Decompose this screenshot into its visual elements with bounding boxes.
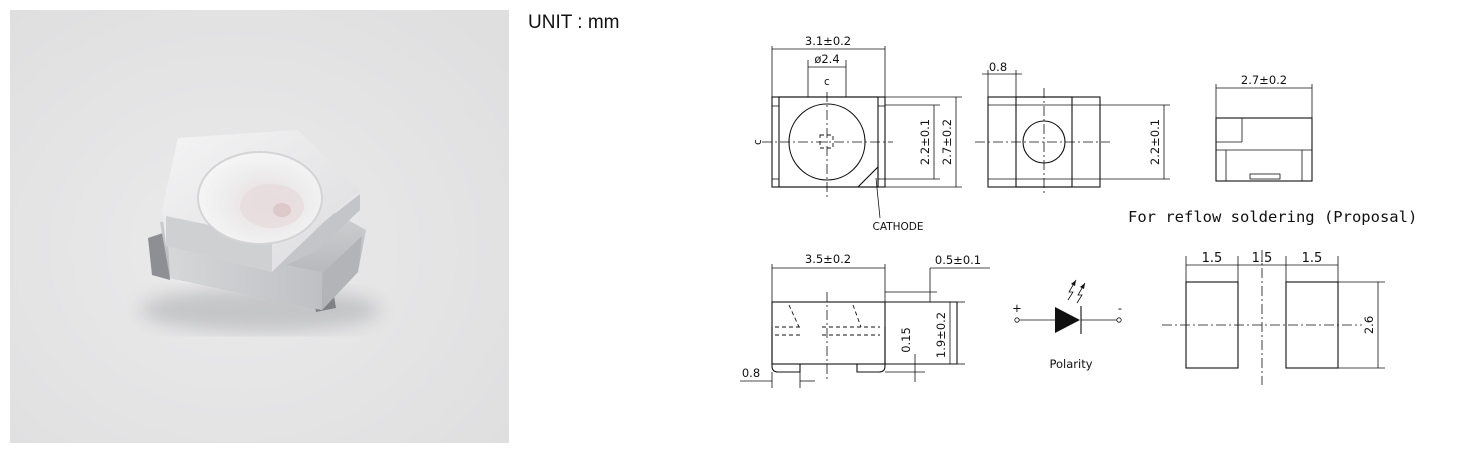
side-view: 3.5±0.2 0.5±0.1 1.9±0.2 0.15 0.8: [740, 252, 990, 388]
top-outer-height-dim: 2.7±0.2: [940, 119, 954, 165]
bottom-height-dim: 2.2±0.1: [1148, 119, 1162, 165]
pad-width-dim: 0.8: [989, 60, 1007, 74]
lens-height-dim: 0.5±0.1: [935, 253, 981, 267]
pad-height-dim: 2.6: [1362, 316, 1376, 334]
polarity-plus: +: [1012, 301, 1022, 315]
diode-icon: [1055, 307, 1080, 333]
product-photo: [10, 10, 509, 443]
top-view: c c 3.1±0.2 ø2.4 2.2±0.1 2.7±0.2 CATHODE: [752, 34, 962, 233]
polarity-symbol: + - Polarity: [1012, 279, 1122, 371]
led-package-illustration: [10, 10, 509, 443]
polarity-minus: -: [1118, 301, 1122, 315]
end-view: 2.7±0.2: [1215, 73, 1313, 182]
standoff-dim: 0.15: [899, 327, 913, 353]
cathode-label: CATHODE: [873, 221, 924, 233]
lead-length-dim: 0.8: [742, 366, 760, 380]
side-length-dim: 3.5±0.2: [805, 252, 851, 266]
polarity-label: Polarity: [1049, 357, 1092, 371]
reflow-title: For reflow soldering (Proposal): [1128, 208, 1417, 226]
pad-gap-dim: 1.5: [1252, 251, 1273, 266]
svg-text:c: c: [824, 76, 830, 88]
lens-diameter-dim: ø2.4: [814, 52, 839, 66]
top-inner-height-dim: 2.2±0.1: [918, 119, 932, 165]
body-height-dim: 1.9±0.2: [934, 312, 948, 358]
pad2-width-dim: 1.5: [1302, 251, 1323, 266]
unit-label: UNIT : mm: [528, 12, 620, 33]
svg-text:c: c: [752, 139, 764, 145]
top-width-dim: 3.1±0.2: [805, 34, 851, 48]
end-width-dim: 2.7±0.2: [1241, 73, 1287, 87]
bottom-view: 0.8 2.2±0.1: [975, 60, 1170, 196]
soldering-pads: 1.5 1.5 1.5 2.6: [1162, 250, 1385, 385]
pad1-width-dim: 1.5: [1202, 251, 1223, 266]
